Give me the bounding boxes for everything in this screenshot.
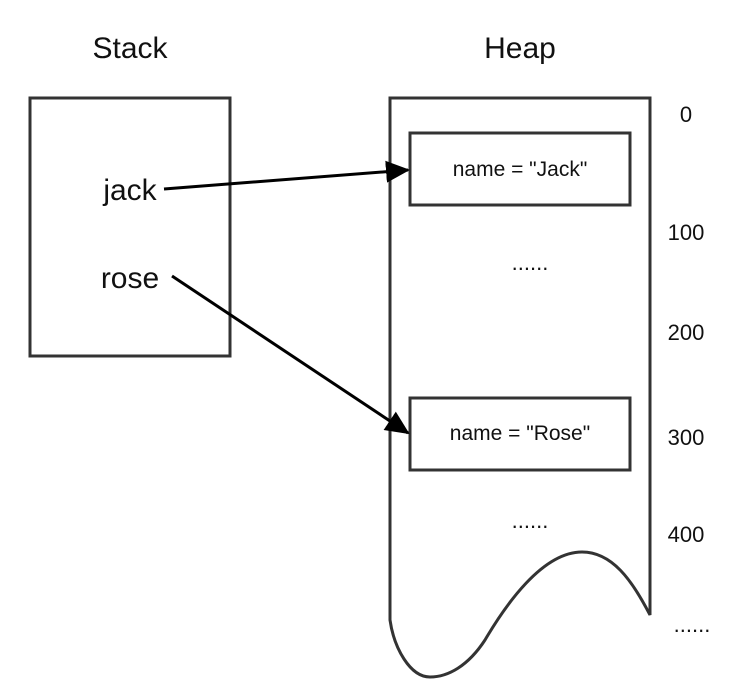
address-label-200: 200: [668, 320, 705, 345]
heap-object-rose-label: name = "Rose": [450, 422, 590, 445]
heap-region: [388, 96, 652, 679]
heap-title: Heap: [484, 32, 556, 65]
stack-frame: [28, 96, 232, 358]
heap-object-jack-label: name = "Jack": [453, 158, 588, 181]
reference-arrow-jack: [163, 160, 410, 191]
heap-ellipsis-lower: ......: [512, 508, 549, 533]
reference-arrow-rose: [171, 274, 410, 435]
stack-variable-rose: rose: [101, 262, 159, 295]
address-label-100: 100: [668, 220, 705, 245]
heap-object-rose: [408, 396, 632, 472]
stack-variable-jack: jack: [102, 174, 157, 207]
heap-ellipsis-upper: ......: [512, 250, 549, 275]
address-label-300: 300: [668, 425, 705, 450]
heap-object-jack: [408, 131, 632, 207]
address-label-0: 0: [680, 102, 692, 127]
address-label-more: ......: [674, 612, 711, 637]
stack-title: Stack: [92, 32, 168, 65]
address-label-400: 400: [668, 522, 705, 547]
